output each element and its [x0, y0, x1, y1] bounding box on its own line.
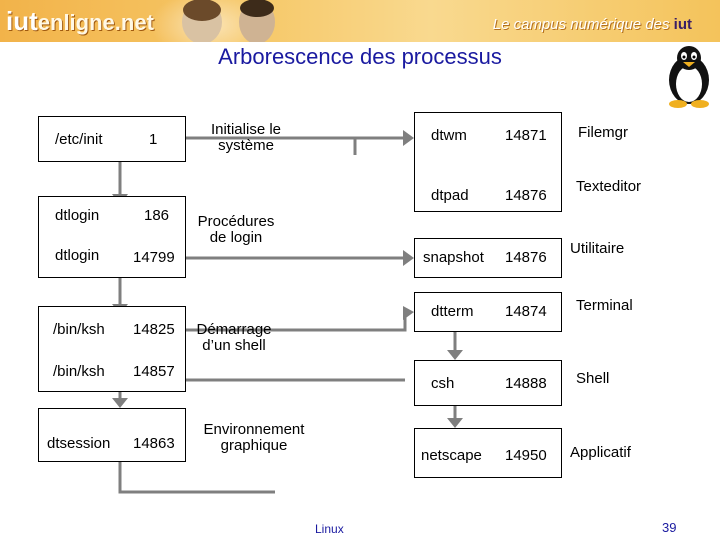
arrowhead-ksh-dtsession — [112, 398, 128, 408]
process-name: dtpad — [431, 187, 469, 204]
label-shell: Shell — [576, 370, 610, 387]
process-box-dtlogin: dtlogin 186 dtlogin 14799 — [38, 196, 186, 278]
iut-enligne-logo: iut enligne.net — [6, 6, 154, 36]
process-box-dtterm: dtterm 14874 — [414, 292, 562, 332]
note-shell: Démarrage d’un shell — [196, 321, 272, 354]
process-pid: 14874 — [505, 303, 547, 320]
process-pid: 14857 — [133, 363, 175, 380]
process-pid: 1 — [149, 131, 158, 148]
process-name: dtlogin — [55, 247, 100, 264]
student-faces-image — [182, 0, 275, 42]
arrowhead-netscape — [447, 418, 463, 428]
label-filemgr: Filemgr — [578, 124, 629, 141]
label-utilitaire: Utilitaire — [570, 240, 625, 257]
label-terminal: Terminal — [576, 297, 633, 314]
process-name: /bin/ksh — [53, 321, 105, 338]
process-name: dtterm — [431, 303, 474, 320]
process-pid: 14871 — [505, 127, 547, 144]
arrowhead-dtterm — [403, 306, 414, 320]
arrowhead-snapshot — [403, 250, 414, 266]
logo-iut-text: iut — [6, 6, 38, 36]
process-pid: 14863 — [133, 435, 175, 452]
process-box-netscape: netscape 14950 — [414, 428, 562, 478]
process-pid: 14888 — [505, 375, 547, 392]
process-name: /etc/init — [55, 131, 103, 148]
header-banner: iut enligne.net Le campus numérique des … — [0, 0, 720, 42]
process-pid: 14876 — [505, 187, 547, 204]
process-pid: 186 — [144, 207, 170, 224]
note-environment: Environnement graphique — [203, 421, 305, 454]
footer-linux-text: Linux — [315, 522, 344, 536]
process-box-dtwm-dtpad: dtwm 14871 dtpad 14876 — [414, 112, 562, 212]
page-number: 39 — [662, 520, 677, 535]
banner-tagline: Le campus numérique des iut — [493, 16, 692, 33]
label-texteditor: Texteditor — [576, 178, 642, 195]
process-name: csh — [431, 375, 455, 392]
process-name: dtwm — [431, 127, 467, 144]
note-login: Procédures de login — [197, 213, 275, 246]
process-pid: 14825 — [133, 321, 175, 338]
tux-penguin-icon — [669, 46, 709, 108]
process-name: dtsession — [47, 435, 111, 452]
process-box-csh: csh 14888 — [414, 360, 562, 406]
process-name: /bin/ksh — [53, 363, 105, 380]
arrowhead-csh — [447, 350, 463, 360]
process-name: netscape — [421, 447, 482, 464]
arrowhead-dtwm — [403, 130, 414, 146]
arrow-dtsession-bottom — [118, 462, 275, 494]
slide-title: Arborescence des processus — [218, 44, 502, 69]
process-name: dtlogin — [55, 207, 100, 224]
label-applicatif: Applicatif — [570, 444, 631, 461]
process-pid: 14950 — [505, 447, 547, 464]
logo-enligne-text: enligne.net — [37, 10, 154, 35]
tagline-text: Le campus numérique des — [492, 16, 674, 33]
process-pid: 14799 — [133, 249, 175, 266]
process-box-snapshot: snapshot 14876 — [414, 238, 562, 278]
process-box-init: /etc/init 1 — [38, 116, 186, 162]
process-box-dtsession: dtsession 14863 — [38, 408, 186, 462]
process-name: snapshot — [423, 249, 484, 266]
process-pid: 14876 — [505, 249, 547, 266]
tagline-iut: iut — [673, 16, 692, 33]
note-init: Initialise le système — [210, 121, 282, 154]
process-box-ksh: /bin/ksh 14825 /bin/ksh 14857 — [38, 306, 186, 392]
